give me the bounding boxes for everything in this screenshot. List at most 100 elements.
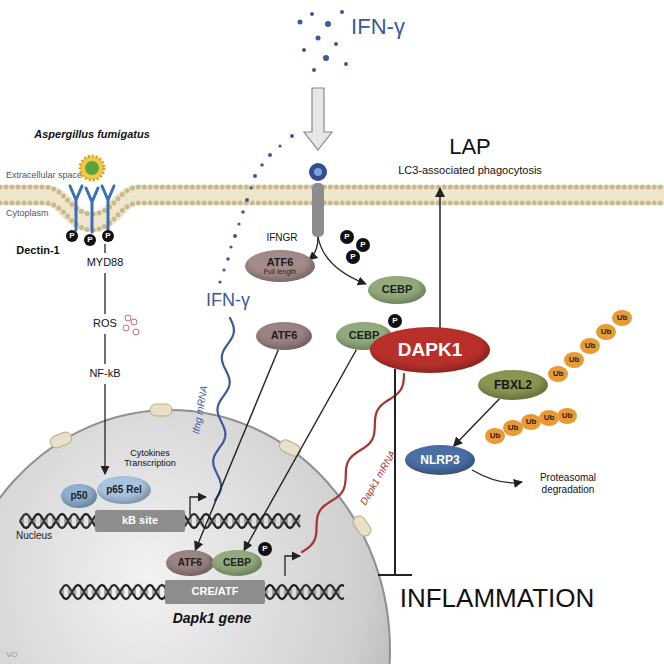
drawing-part bbox=[0, 195, 664, 222]
node-text: Ub bbox=[601, 328, 612, 336]
drawing-part bbox=[323, 55, 329, 61]
node-text: Ub bbox=[617, 314, 628, 322]
node-text: CRE/ATF bbox=[192, 586, 239, 598]
nucleus bbox=[0, 410, 390, 664]
phospho-circle: P bbox=[102, 230, 114, 242]
drawing-part bbox=[86, 188, 98, 232]
phospho-circle: P bbox=[258, 542, 272, 556]
drawing-part bbox=[125, 315, 131, 321]
drawing-part bbox=[133, 329, 139, 335]
ubiquitin-circle: Ub bbox=[564, 352, 584, 368]
drawing-part bbox=[340, 10, 344, 14]
phospho-circle: P bbox=[356, 238, 370, 252]
drawing-part bbox=[226, 257, 230, 261]
drawing-part bbox=[104, 273, 105, 314]
label: Aspergillus fumigatus bbox=[34, 128, 150, 141]
protein-oval: CEBP bbox=[212, 550, 262, 576]
grey-arrow bbox=[304, 88, 332, 150]
drawing-part bbox=[229, 245, 232, 248]
label: Dectin-1 bbox=[16, 244, 59, 257]
drawing-part bbox=[268, 153, 272, 157]
ifn-gamma-dots bbox=[218, 10, 348, 284]
site-box: CRE/ATF bbox=[165, 580, 265, 604]
ubiquitin-circle: Ub bbox=[612, 310, 632, 326]
node-text: Ub bbox=[585, 342, 596, 350]
node-text: FBXL2 bbox=[494, 379, 532, 392]
node-text: Ub bbox=[569, 356, 580, 364]
label: Cytokines Transcription bbox=[110, 448, 190, 469]
protein-oval: ATF6Full length bbox=[245, 250, 315, 282]
drawing-part bbox=[334, 42, 338, 46]
protein-oval: NLRP3 bbox=[405, 445, 475, 475]
drawing-part bbox=[233, 234, 237, 238]
label: Dapk1 mRNA bbox=[358, 448, 399, 507]
phospho-circle: P bbox=[66, 230, 78, 242]
connector-arrow bbox=[195, 350, 278, 551]
label: ROS bbox=[93, 317, 117, 330]
drawing-part bbox=[351, 514, 373, 539]
connector-arrow bbox=[454, 399, 500, 446]
drawing-part bbox=[0, 203, 664, 230]
ubiquitin-circle: Ub bbox=[557, 408, 577, 424]
label: IFNGR bbox=[266, 232, 297, 244]
node-text: P bbox=[69, 232, 74, 240]
drawing-part bbox=[344, 62, 348, 66]
node-text: p50 bbox=[70, 491, 87, 502]
dna-strand bbox=[60, 585, 344, 599]
node-text: P bbox=[350, 253, 355, 261]
drawing-part bbox=[222, 268, 225, 271]
lap-arrow bbox=[439, 188, 441, 328]
drawing-part bbox=[309, 163, 327, 181]
label: Extracellular space bbox=[6, 170, 82, 180]
ros-molecules bbox=[123, 315, 139, 335]
drawing-part bbox=[314, 168, 322, 176]
node-text: P bbox=[392, 317, 397, 325]
label: NF-kB bbox=[89, 367, 120, 380]
drawing-part bbox=[80, 156, 104, 180]
ubiquitin-circle: Ub bbox=[596, 324, 616, 340]
node-text: Ub bbox=[526, 418, 537, 426]
protein-oval: CEBP bbox=[368, 276, 426, 304]
label: Nucleus bbox=[16, 530, 52, 542]
node-text: CEBP bbox=[223, 558, 251, 569]
ubiquitin-circle: Ub bbox=[485, 428, 505, 444]
drawing-part bbox=[285, 556, 300, 576]
node-text: kB site bbox=[122, 515, 158, 527]
ubiquitin-circle: Ub bbox=[521, 414, 541, 430]
node-text: CEBP bbox=[382, 284, 413, 296]
node-text: Ub bbox=[508, 424, 519, 432]
drawing-part bbox=[241, 210, 245, 214]
node-text: Ub bbox=[490, 432, 501, 440]
drawing-part bbox=[104, 334, 105, 364]
node-text: ATF6 bbox=[178, 558, 202, 569]
protein-oval: ATF6 bbox=[256, 322, 312, 350]
node-text: NLRP3 bbox=[420, 454, 459, 467]
phospho-circle: P bbox=[388, 314, 402, 328]
protein-oval: DAPK1 bbox=[370, 327, 490, 373]
signaling-line bbox=[104, 244, 105, 474]
drawing-part bbox=[150, 404, 172, 416]
label: MYD88 bbox=[87, 256, 124, 269]
label: IFN-γ bbox=[206, 290, 250, 311]
drawing-part bbox=[190, 497, 206, 516]
mrna-wave bbox=[302, 374, 404, 552]
drawing-part bbox=[102, 186, 114, 230]
drawing-part bbox=[237, 222, 240, 225]
drawing-part bbox=[394, 369, 396, 574]
drawing-part bbox=[290, 134, 294, 138]
node-text: Full length bbox=[264, 268, 296, 275]
phospho-circle: P bbox=[346, 250, 360, 264]
drawing-part bbox=[316, 36, 321, 41]
phospho-circle: P bbox=[340, 230, 354, 244]
drawing-part bbox=[104, 384, 105, 474]
node-text: P bbox=[360, 241, 365, 249]
drawing-part bbox=[85, 161, 99, 175]
protein-oval: ATF6 bbox=[166, 550, 214, 576]
connector-arrow bbox=[244, 350, 357, 551]
ubiquitin-circle: Ub bbox=[548, 366, 568, 382]
protein-oval: FBXL2 bbox=[478, 370, 548, 400]
drawing-part bbox=[277, 438, 302, 458]
drawing-part bbox=[312, 68, 316, 72]
drawing-part bbox=[218, 280, 221, 283]
